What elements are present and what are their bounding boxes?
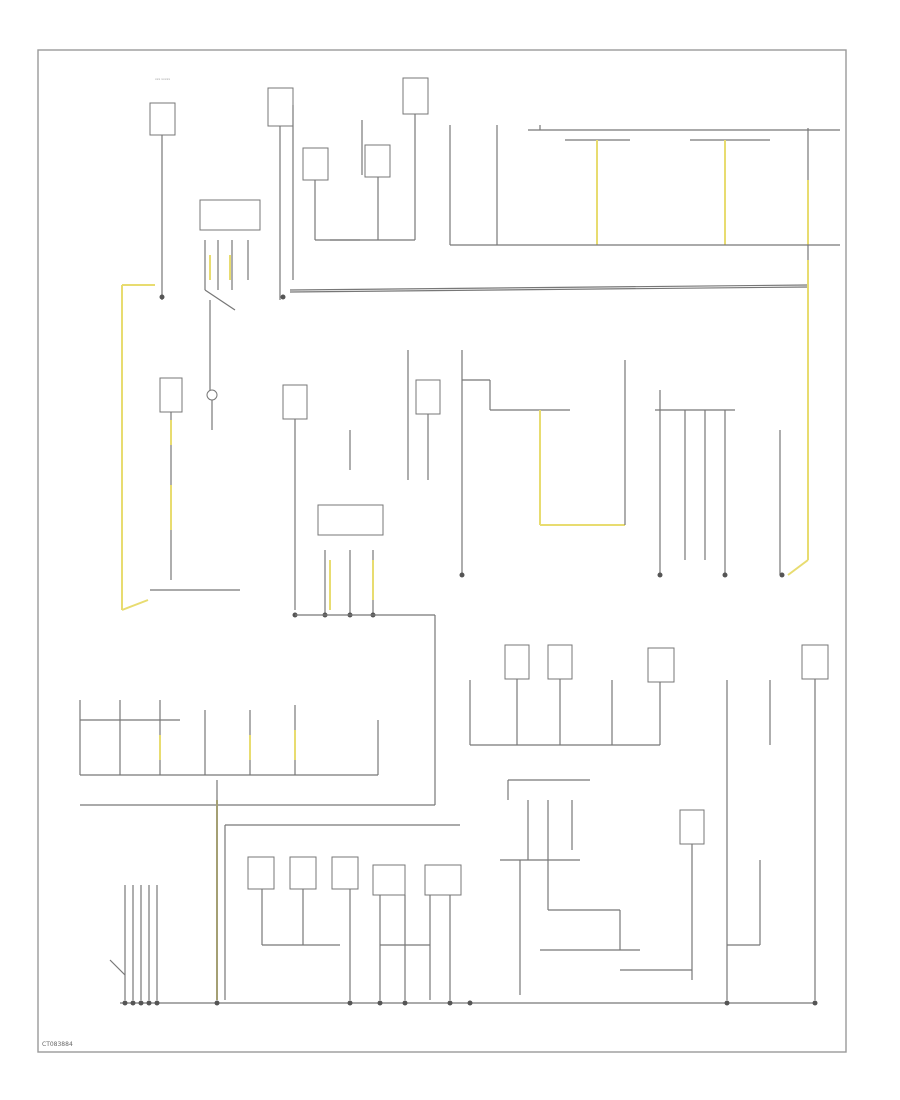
component-box <box>302 147 329 181</box>
component-box <box>331 856 359 890</box>
diagram-frame <box>37 49 847 1053</box>
component-box <box>801 644 829 680</box>
component-box <box>364 144 391 178</box>
component-box <box>547 644 573 680</box>
component-box <box>149 102 176 136</box>
component-box <box>372 864 406 896</box>
component-box <box>247 856 275 890</box>
component-box <box>647 647 675 683</box>
top-components: xxx xxxxx <box>149 77 840 311</box>
component-box <box>159 377 183 413</box>
component-box <box>267 87 294 127</box>
lower-left-components <box>79 700 462 1000</box>
svg-text:xxx xxxxx: xxx xxxxx <box>155 77 170 81</box>
relay-box <box>199 199 261 231</box>
component-box <box>282 384 308 420</box>
component-box <box>679 809 705 845</box>
component-box <box>402 77 429 115</box>
component-box <box>289 856 317 890</box>
relay-control-module <box>317 504 384 536</box>
ground-bus <box>289 284 809 291</box>
lower-right-components <box>469 644 829 1000</box>
component-box <box>424 864 462 896</box>
middle-components <box>150 300 785 805</box>
diagram-code: CT083884 <box>42 1041 73 1048</box>
component-box <box>504 644 530 680</box>
component-box <box>415 379 441 415</box>
